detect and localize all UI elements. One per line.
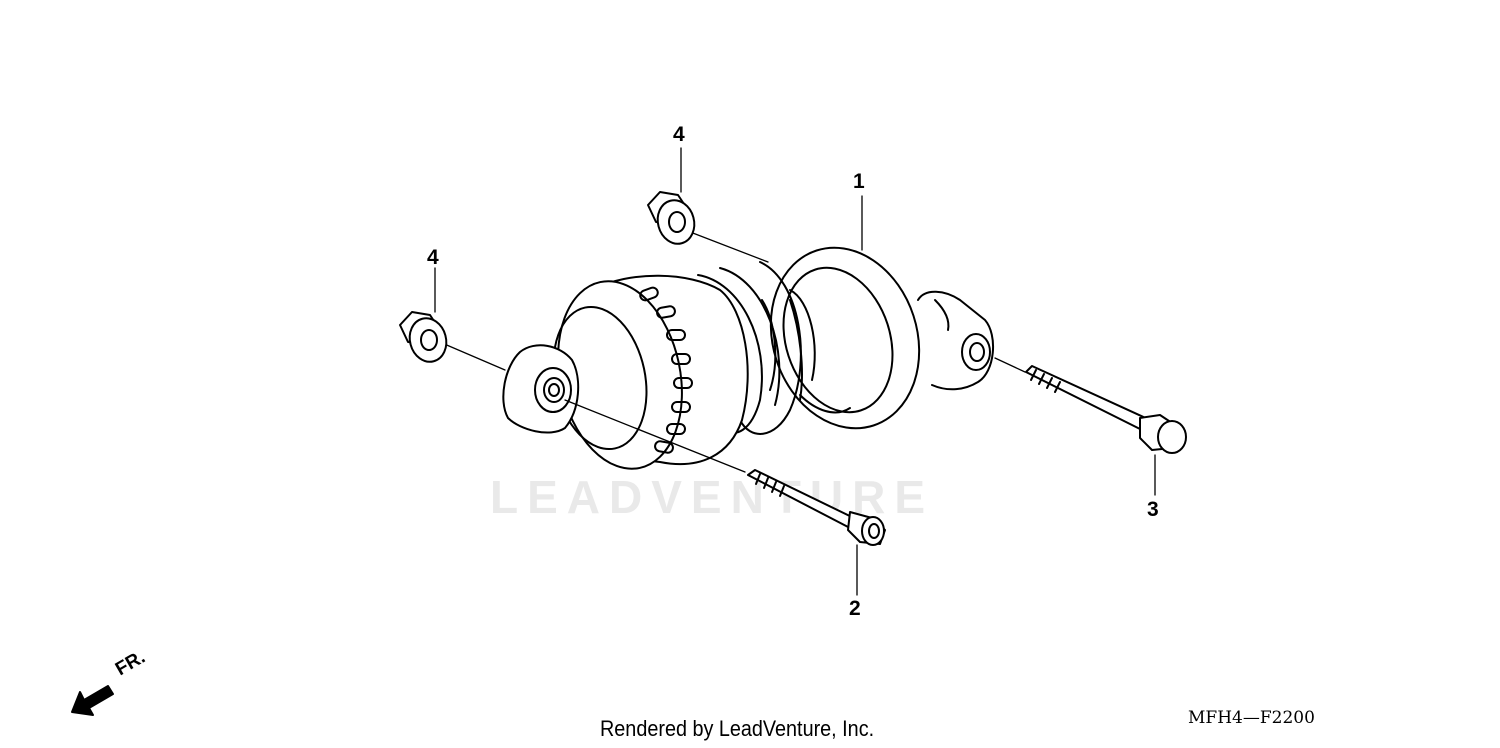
callout-part-1: 1 xyxy=(853,170,865,193)
assembly-lines xyxy=(434,147,1156,596)
callout-part-4-top: 4 xyxy=(673,123,685,146)
diagram-code: MFH4—F2200 xyxy=(1188,708,1315,728)
callout-part-3: 3 xyxy=(1147,498,1159,521)
flange-nut-top xyxy=(647,191,696,245)
render-credit: Rendered by LeadVenture, Inc. xyxy=(600,716,875,741)
bolt-rear xyxy=(1025,365,1187,454)
callout-part-2: 2 xyxy=(849,597,861,620)
front-direction-arrow xyxy=(71,685,114,716)
callout-part-4-left: 4 xyxy=(427,246,439,269)
flange-nut-left xyxy=(399,311,448,363)
shock-absorber xyxy=(502,246,995,470)
bolt-front xyxy=(747,469,886,546)
